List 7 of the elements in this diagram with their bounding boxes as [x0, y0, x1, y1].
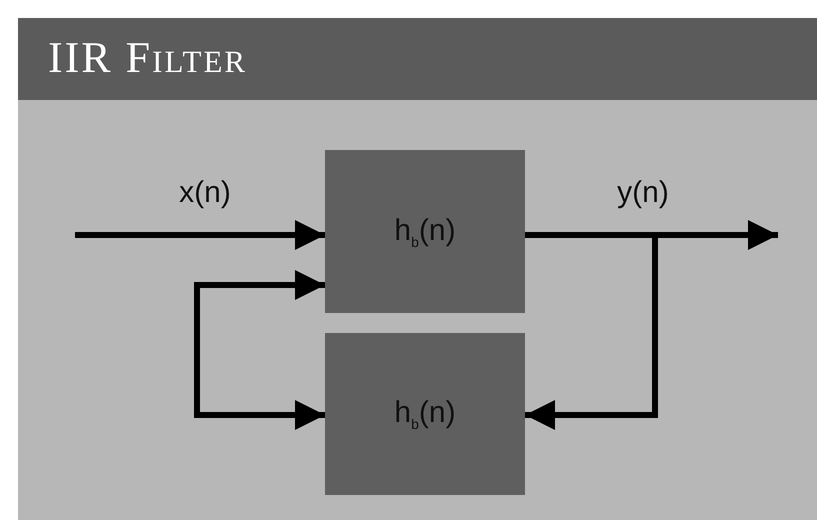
filter-block [325, 333, 525, 495]
filter-block [325, 150, 525, 313]
arrow [75, 220, 325, 250]
title: IIR Filter [48, 32, 248, 83]
arrow [194, 270, 325, 430]
block-label: h$_{b}$(n) [394, 214, 456, 250]
block-label: h$_{b}$(n) [394, 396, 456, 432]
